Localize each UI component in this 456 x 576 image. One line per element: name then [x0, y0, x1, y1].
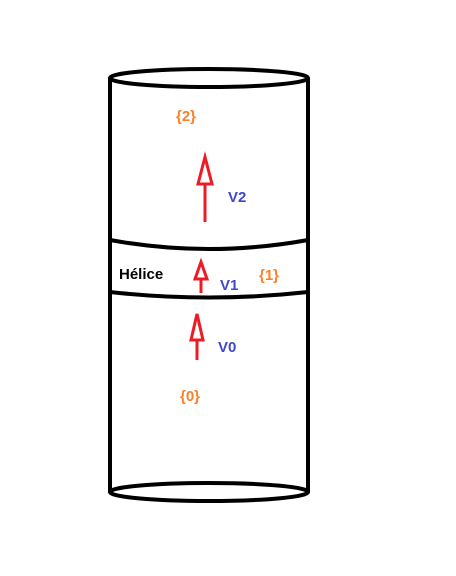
station-label-2: {2} — [176, 108, 196, 125]
velocity-label-v2: V2 — [228, 189, 246, 206]
velocity-label-v1: V1 — [220, 277, 238, 294]
velocity-arrows — [189, 151, 214, 360]
arrow-v2-head — [196, 151, 214, 186]
station-label-1: {1} — [259, 267, 279, 284]
propeller-lower-arc — [109, 290, 309, 300]
propeller-disk — [109, 238, 309, 300]
station-label-0: {0} — [180, 388, 200, 405]
arrow-v1-head — [192, 257, 210, 281]
cylinder — [108, 67, 310, 503]
arrow-v0-head — [189, 313, 205, 342]
cylinder-bottom-ellipse-back — [108, 481, 310, 493]
arrow-v2 — [196, 151, 214, 222]
arrow-v0 — [189, 313, 205, 360]
propeller-label: Hélice — [119, 266, 163, 283]
cylinder-top-ellipse — [108, 67, 310, 89]
propeller-upper-arc — [109, 238, 309, 251]
velocity-label-v0: V0 — [218, 339, 236, 356]
arrow-v1 — [192, 257, 210, 293]
cylinder-bottom-ellipse — [108, 491, 310, 503]
